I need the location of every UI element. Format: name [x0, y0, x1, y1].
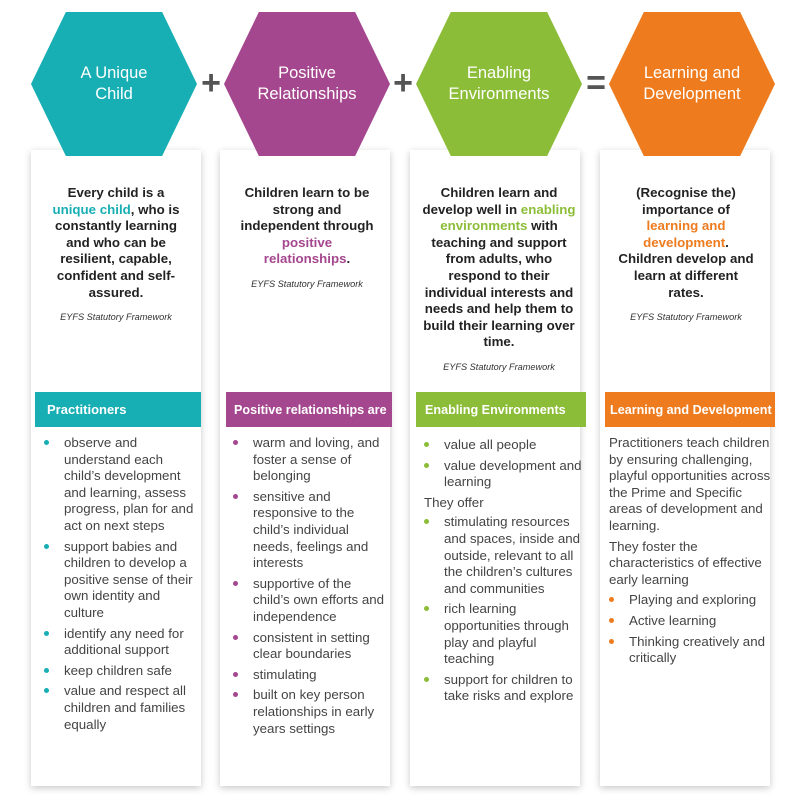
- list-item: Playing and exploring: [609, 592, 771, 609]
- quote-highlight: learning and development: [643, 218, 726, 250]
- list-practitioners: observe and understand each child’s deve…: [44, 435, 196, 737]
- list-item: support babies and children to develop a…: [44, 539, 196, 622]
- list-item: consistent in setting clear boundaries: [233, 630, 385, 663]
- text-learning-development: Practitioners teach children by ensuring…: [609, 435, 771, 671]
- column-card-enabling-environments: [410, 150, 580, 786]
- column-card-unique-child: [31, 150, 201, 786]
- column-card-positive-relationships: [220, 150, 390, 786]
- list-item: value development and learning: [424, 458, 582, 491]
- quote-unique-child: Every child is a unique child, who is co…: [44, 185, 188, 326]
- list-item: value and respect all children and famil…: [44, 683, 196, 733]
- list-item: identify any need for additional support: [44, 626, 196, 659]
- list-item: built on key person relationships in ear…: [233, 687, 385, 737]
- hexagon-enabling-environments: Enabling Environments: [416, 12, 582, 156]
- they-offer-label: They offer: [424, 494, 484, 510]
- source-citation: EYFS Statutory Framework: [60, 312, 172, 323]
- list-item: rich learning opportunities through play…: [424, 601, 582, 667]
- column-card-learning-development: [600, 150, 770, 786]
- paragraph-foster: They foster the characteristics of effec…: [609, 538, 762, 587]
- hexagon-learning-development: Learning and Development: [609, 12, 775, 156]
- equals-operator: =: [586, 64, 606, 102]
- list-item: Thinking creatively and critically: [609, 634, 771, 667]
- list-item: sensitive and responsive to the child’s …: [233, 489, 385, 572]
- hexagon-positive-relationships: Positive Relationships: [224, 12, 390, 156]
- quote-positive-relationships: Children learn to be strong and independ…: [240, 185, 374, 293]
- quote-learning-development: (Recognise the) importance of learning a…: [616, 185, 756, 326]
- band-learning-development: Learning and Development: [605, 392, 775, 427]
- list-positive-relationships: warm and loving, and foster a sense of b…: [233, 435, 385, 741]
- source-citation: EYFS Statutory Framework: [443, 361, 555, 372]
- quote-highlight: enabling environments: [440, 201, 576, 234]
- source-citation: EYFS Statutory Framework: [251, 278, 363, 289]
- band-positive-relationships: Positive relationships are: [226, 392, 392, 427]
- list-item: value all people: [424, 437, 582, 454]
- list-item: Active learning: [609, 613, 771, 630]
- list-item: support for children to take risks and e…: [424, 672, 582, 705]
- list-item: stimulating resources and spaces, inside…: [424, 514, 582, 597]
- hexagon-unique-child: A Unique Child: [31, 12, 197, 156]
- list-enabling-environments: value all people value development and l…: [424, 437, 582, 709]
- list-item: supportive of the child’s own efforts an…: [233, 576, 385, 626]
- band-practitioners: Practitioners: [35, 392, 201, 427]
- paragraph-teach: Practitioners teach children by ensuring…: [609, 435, 771, 533]
- list-item: observe and understand each child’s deve…: [44, 435, 196, 535]
- source-citation: EYFS Statutory Framework: [630, 312, 742, 323]
- quote-enabling-environments: Children learn and develop well in enabl…: [418, 185, 580, 376]
- quote-highlight: positive relationships: [263, 234, 347, 267]
- quote-highlight: unique child: [52, 201, 131, 217]
- band-enabling-environments: Enabling Environments: [416, 392, 586, 427]
- plus-operator: +: [201, 64, 221, 102]
- list-item: warm and loving, and foster a sense of b…: [233, 435, 385, 485]
- plus-operator: +: [393, 64, 413, 102]
- list-item: stimulating: [233, 667, 385, 684]
- list-item: keep children safe: [44, 663, 196, 680]
